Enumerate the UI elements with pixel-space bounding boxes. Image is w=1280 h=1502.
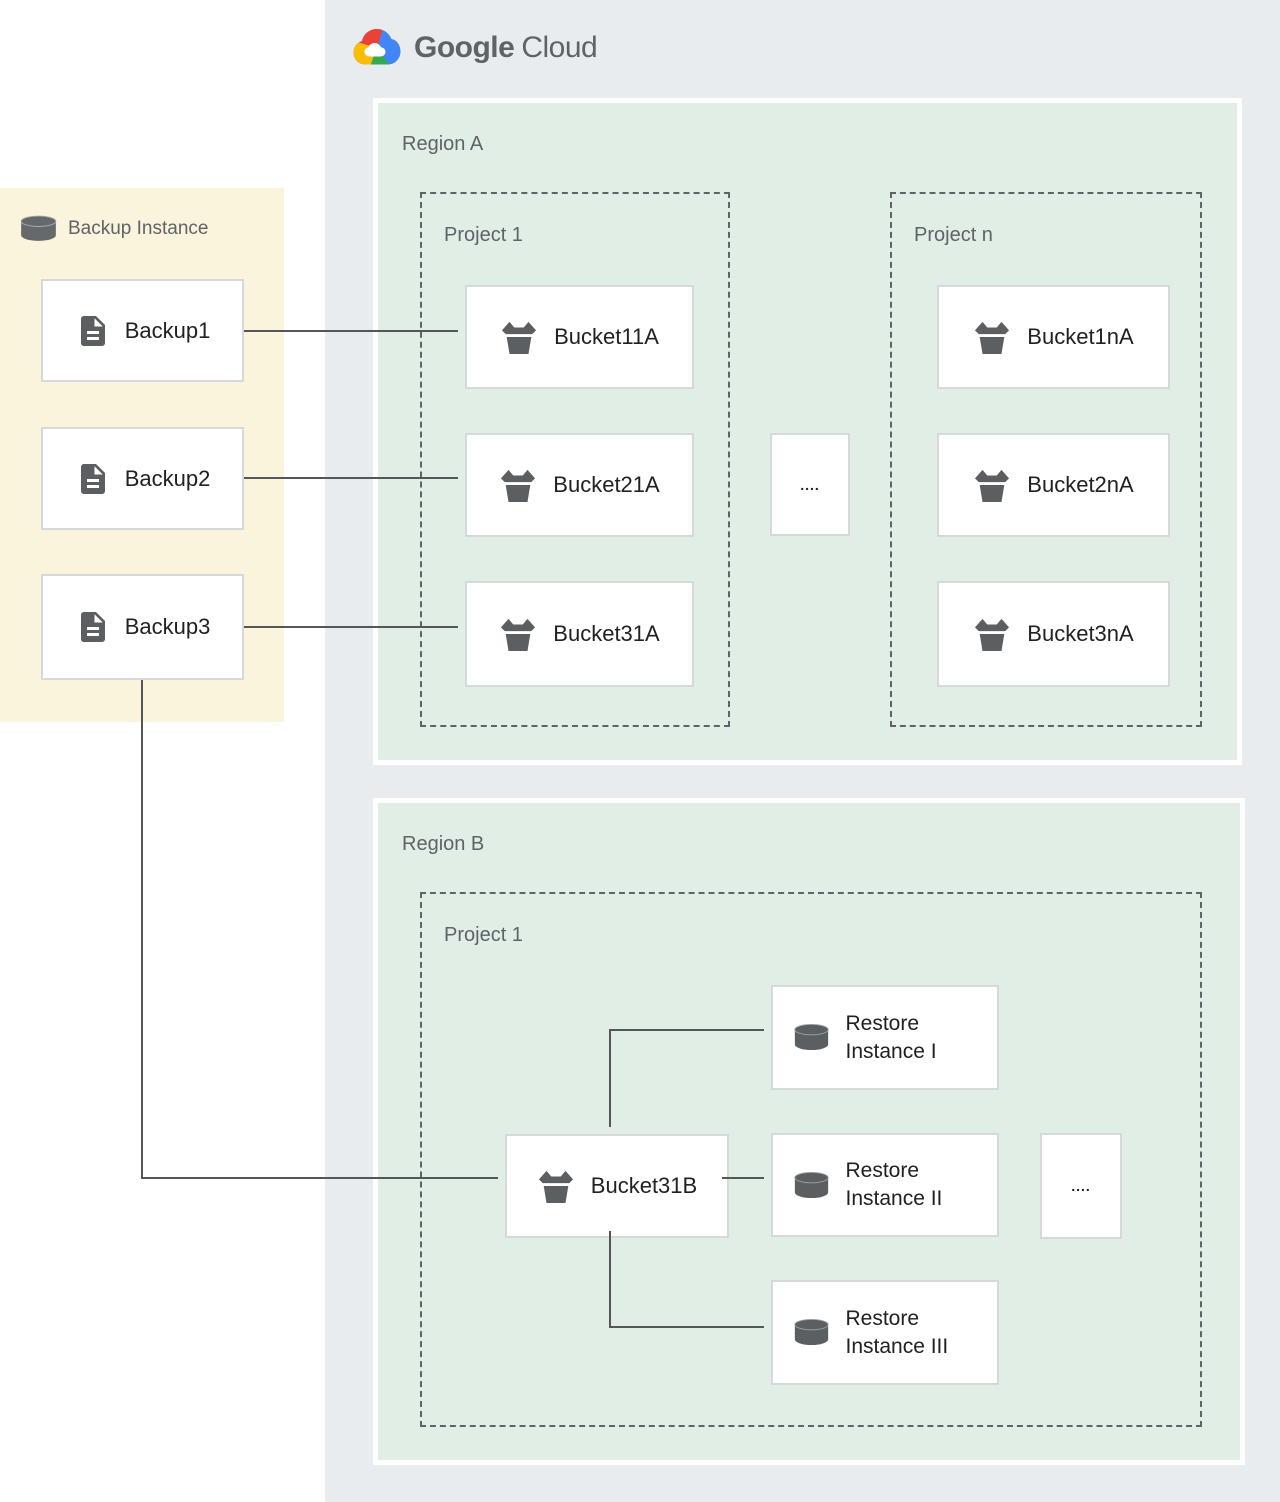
bucket-icon (975, 321, 1010, 355)
region-a-project-1: Project 1 Bucket11A Bucket21A Bucket31A (420, 192, 730, 727)
region-b-label: Region B (402, 833, 485, 855)
region-a-label: Region A (402, 133, 484, 155)
document-icon (80, 612, 105, 642)
backup-panel-header: Backup Instance (19, 215, 208, 242)
bucket-label: Bucket31B (590, 1173, 698, 1198)
bucket-icon (501, 469, 536, 503)
connector-bucket31b-up (609, 1029, 611, 1127)
bucket-label: Bucket3nA (1027, 621, 1134, 646)
restore-instance-1-box: Restore Instance I (771, 985, 999, 1090)
bucket-label: Bucket11A (554, 324, 659, 349)
bucket-label: Bucket1nA (1027, 324, 1134, 349)
logo-google-text: Google (414, 31, 515, 64)
bucket3na-box: Bucket3nA (937, 581, 1170, 687)
database-icon (20, 215, 57, 241)
document-icon (80, 463, 105, 494)
project-na-label: Project n (914, 224, 993, 246)
bucket21a-box: Bucket21A (465, 433, 694, 537)
database-icon (793, 1023, 829, 1050)
backup-instance-panel: Backup Instance Backup1 Backup2 Backup3 (0, 188, 284, 722)
connector-backup2-bucket21a (244, 477, 458, 479)
document-icon (80, 315, 105, 346)
database-icon (793, 1318, 829, 1345)
bucket2na-box: Bucket2nA (937, 433, 1170, 537)
restore-instance-3-box: Restore Instance III (771, 1280, 999, 1385)
connector-bucket31b-restore1 (609, 1029, 764, 1031)
restore-instance-label: Restore Instance I (845, 1011, 937, 1063)
bucket-label: Bucket21A (553, 472, 660, 497)
bucket-icon (502, 321, 537, 355)
backup-label: Backup3 (124, 614, 211, 639)
connector-backup3-bucket31b (141, 1177, 498, 1179)
backup-label: Backup2 (124, 465, 211, 491)
bucket-icon (975, 469, 1010, 503)
ellipsis-text: .... (1071, 1178, 1091, 1194)
bucket31a-box: Bucket31A (465, 581, 694, 687)
bucket-icon (975, 618, 1010, 652)
backup3-box: Backup3 (41, 574, 244, 680)
connector-backup1-bucket11a (244, 330, 458, 332)
restore-instance-label: Restore Instance II (845, 1159, 943, 1210)
restore-instance-label: Restore Instance III (845, 1306, 949, 1358)
bucket1na-box: Bucket1nA (937, 285, 1170, 389)
restore-instance-2-box: Restore Instance II (771, 1133, 999, 1237)
bucket31b-box: Bucket31B (505, 1134, 729, 1238)
connector-bucket31b-restore2 (722, 1177, 764, 1179)
database-icon (793, 1171, 829, 1198)
region-b: Region B Project 1 Bucket31B Restore Ins… (373, 798, 1245, 1465)
connector-backup3-bucket31a (244, 626, 458, 628)
bucket-label: Bucket31A (553, 621, 660, 646)
region-a-project-n: Project n Bucket1nA Bucket2nA Bucket3nA (890, 192, 1202, 727)
bucket-icon (501, 618, 536, 652)
backup1-box: Backup1 (41, 279, 244, 382)
backup-label: Backup1 (124, 317, 211, 343)
logo-cloud-text: Cloud (521, 31, 598, 64)
region-b-ellipsis-box: .... (1040, 1133, 1122, 1239)
region-a: Region A Project 1 Bucket11A Bucket21A B… (373, 98, 1242, 765)
project-1a-label: Project 1 (444, 224, 523, 246)
connector-bucket31b-down (609, 1231, 611, 1328)
backup-panel-title: Backup Instance (68, 217, 209, 239)
project-1b-label: Project 1 (444, 924, 523, 946)
google-cloud-icon (353, 29, 401, 65)
bucket-label: Bucket2nA (1027, 472, 1134, 497)
connector-bucket31b-restore3 (609, 1326, 764, 1328)
backup2-box: Backup2 (41, 427, 244, 530)
bucket11a-box: Bucket11A (465, 285, 694, 389)
region-b-project-1: Project 1 Bucket31B Restore Instance I R… (420, 892, 1202, 1427)
ellipsis-text: .... (800, 476, 820, 493)
region-a-ellipsis-box: .... (770, 433, 850, 536)
connector-backup3-down (141, 680, 143, 1179)
bucket-icon (538, 1170, 573, 1204)
